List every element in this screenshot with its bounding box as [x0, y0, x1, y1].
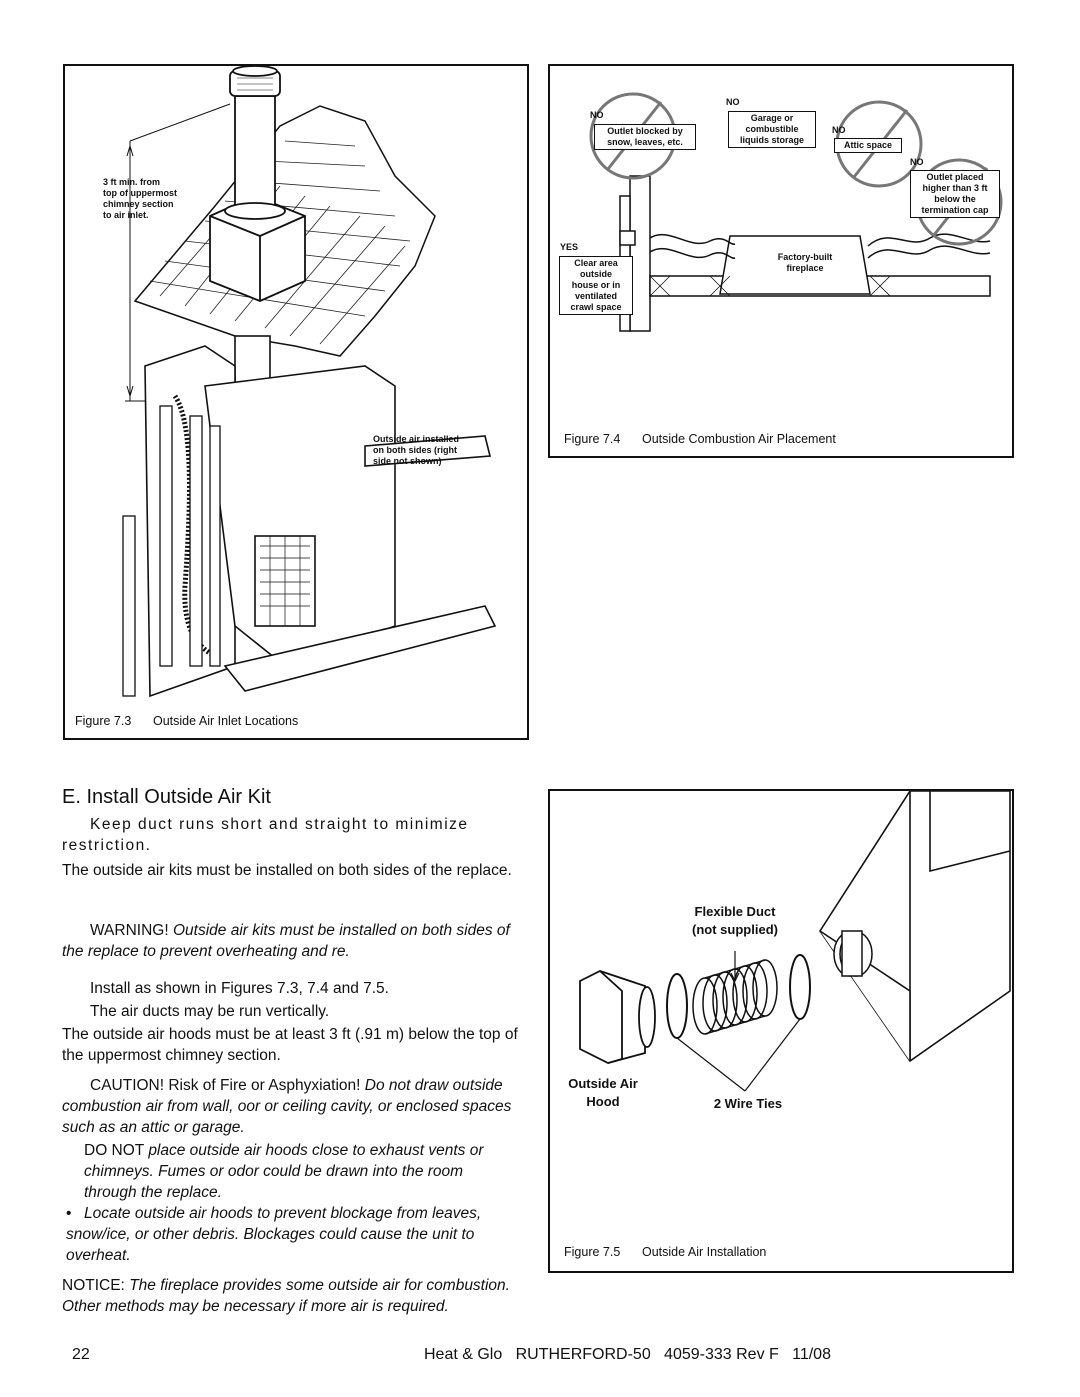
hood-distance-text: The outside air hoods must be at least 3…	[62, 1026, 518, 1064]
chimney-label-line-2: top of uppermost	[103, 188, 177, 198]
outlet-placed-label: Outlet placed higher than 3 ft below the…	[910, 170, 1000, 218]
outlet-blocked-label: Outlet blocked by snow, leaves, etc.	[594, 124, 696, 150]
figure-7-4-caption: Figure 7.4 Outside Combustion Air Placeme…	[564, 432, 836, 446]
outlet-blocked-line-1: Outlet blocked by	[607, 126, 683, 136]
outlet-placed-line-3: below the	[934, 194, 976, 204]
no-label-blocked: NO	[590, 110, 604, 120]
outside-air-label-line-1: Outside air installed	[373, 434, 460, 444]
warning-text: Outside air kits must be installed on bo…	[62, 922, 510, 960]
figure-7-4-number: Figure 7.4	[564, 432, 621, 446]
hood-label-line-1: Outside Air	[568, 1076, 638, 1091]
caution-lead: CAUTION! Risk of Fire or Asphyxiation!	[90, 1077, 361, 1094]
no-label-garage: NO	[726, 97, 740, 107]
notice-text: The fireplace provides some outside air …	[62, 1277, 510, 1315]
garage-line-1: Garage or	[750, 113, 794, 123]
clear-area-label: Clear area outside house or in ventilate…	[559, 256, 633, 315]
factory-built-label: Factory-built fireplace	[750, 252, 860, 274]
install-figures-text: Install as shown in Figures 7.3, 7.4 and…	[90, 980, 389, 997]
outlet-placed-line-2: higher than 3 ft	[922, 183, 988, 193]
donot-text: place outside air hoods close to exhaust…	[84, 1142, 484, 1201]
flexible-duct-label: Flexible Duct (not supplied)	[670, 903, 800, 939]
figure-7-5-number: Figure 7.5	[564, 1245, 621, 1259]
garage-line-3: liquids storage	[739, 135, 804, 145]
paragraph-hood-distance: The outside air hoods must be at least 3…	[62, 1024, 532, 1066]
donot-lead: DO NOT	[84, 1142, 144, 1159]
figure-7-3-number: Figure 7.3	[75, 714, 132, 728]
warning-paragraph: WARNING! Outside air kits must be instal…	[62, 920, 532, 962]
factory-built-line-1: Factory-built	[777, 252, 833, 262]
factory-built-line-2: fireplace	[786, 263, 824, 273]
flexible-duct-line-1: Flexible Duct	[694, 904, 776, 919]
outlet-placed-line-4: termination cap	[921, 205, 989, 215]
figure-7-3-box: 3 ft min. from top of uppermost chimney …	[63, 64, 529, 740]
clear-area-line-5: crawl space	[570, 302, 622, 312]
clear-area-line-3: house or in	[571, 280, 621, 290]
notice-paragraph: NOTICE: The fireplace provides some outs…	[62, 1275, 532, 1317]
garage-line-2: combustible	[745, 124, 799, 134]
flexible-duct-line-2: (not supplied)	[692, 922, 778, 937]
no-label-attic: NO	[832, 125, 846, 135]
clear-area-line-2: outside	[579, 269, 612, 279]
outside-air-label-line-3: side not shown)	[373, 456, 442, 466]
outside-air-label-line-2: on both sides (right	[373, 445, 457, 455]
figure-7-5-box: Flexible Duct (not supplied) Outside Air…	[548, 789, 1014, 1273]
vertical-text: The air ducts may be run vertically.	[90, 1003, 330, 1020]
clear-area-line-4: ventilated	[574, 291, 617, 301]
locate-text: Locate outside air hoods to prevent bloc…	[66, 1205, 482, 1264]
garage-label: Garage or combustible liquids storage	[728, 111, 816, 148]
paragraph-duct-runs: Keep duct runs short and straight to min…	[62, 814, 532, 856]
outlet-blocked-line-2: snow, leaves, etc.	[607, 137, 683, 147]
figure-7-4-box: NO Outlet blocked by snow, leaves, etc. …	[548, 64, 1014, 458]
wire-ties-label: 2 Wire Ties	[713, 1096, 783, 1111]
chimney-label-line-3: chimney section	[103, 199, 174, 209]
outside-air-installed-label: Outside air installed on both sides (rig…	[373, 434, 513, 467]
duct-runs-text: Keep duct runs short and straight to min…	[62, 816, 469, 854]
both-sides-text: The outside air kits must be installed o…	[62, 862, 512, 879]
yes-label: YES	[560, 242, 579, 252]
page-number: 22	[72, 1346, 90, 1363]
clear-area-line-1: Clear area	[574, 258, 618, 268]
locate-bullet-item: •Locate outside air hoods to prevent blo…	[66, 1203, 516, 1266]
figure-7-3-title: Outside Air Inlet Locations	[153, 714, 299, 728]
chimney-label-line-4: to air inlet.	[103, 210, 149, 220]
hood-label-line-2: Hood	[586, 1094, 620, 1109]
donot-paragraph: DO NOT place outside air hoods close to …	[84, 1140, 514, 1203]
caution-paragraph: CAUTION! Risk of Fire or Asphyxiation! D…	[62, 1075, 532, 1138]
chimney-illustration	[122, 66, 497, 698]
bullet-marker: •	[66, 1205, 72, 1222]
outside-air-install-diagram	[579, 791, 1011, 1092]
outside-air-hood-label: Outside Air Hood	[558, 1075, 648, 1111]
notice-lead: NOTICE:	[62, 1277, 125, 1294]
caution-text: Do not draw outside combustion air from …	[62, 1077, 512, 1136]
paragraph-install-figures: Install as shown in Figures 7.3, 7.4 and…	[62, 978, 532, 999]
chimney-label-line-1: 3 ft min. from	[103, 177, 161, 187]
figure-7-3-caption: Figure 7.3 Outside Air Inlet Locations	[75, 714, 298, 728]
attic-space-label: Attic space	[834, 138, 902, 153]
figure-7-4-title: Outside Combustion Air Placement	[642, 432, 836, 446]
paragraph-both-sides: The outside air kits must be installed o…	[62, 860, 532, 881]
figure-7-5-title: Outside Air Installation	[642, 1245, 767, 1259]
paragraph-vertical: The air ducts may be run vertically.	[62, 1001, 532, 1022]
no-label-outlet-placed: NO	[910, 157, 924, 167]
warning-lead: WARNING!	[90, 922, 169, 939]
document-info: Heat & Glo RUTHERFORD-50 4059-333 Rev F …	[424, 1346, 831, 1363]
figure-7-5-caption: Figure 7.5 Outside Air Installation	[564, 1245, 766, 1259]
chimney-distance-label: 3 ft min. from top of uppermost chimney …	[103, 177, 213, 221]
section-title: E. Install Outside Air Kit	[62, 786, 271, 808]
outlet-placed-line-1: Outlet placed	[926, 172, 984, 182]
